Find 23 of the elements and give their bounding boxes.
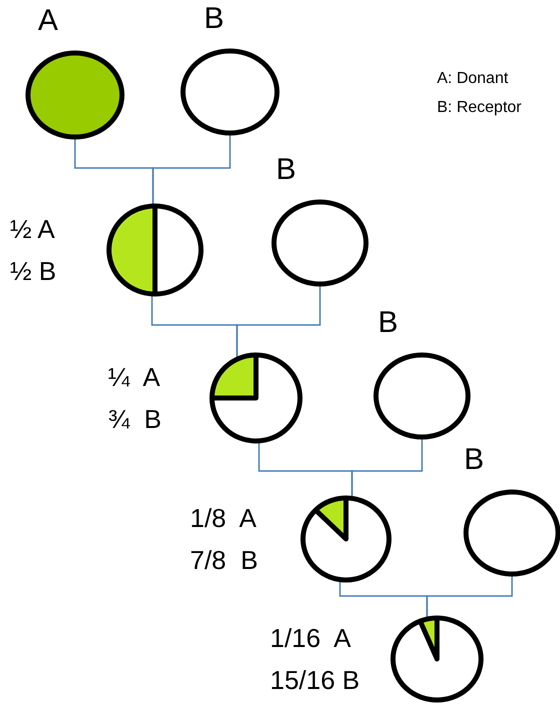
pie-circle xyxy=(105,202,205,298)
parent-label: B xyxy=(204,1,224,37)
parent-label: A xyxy=(38,3,58,39)
pie-circle xyxy=(299,494,393,584)
fraction-label: ½ B xyxy=(10,256,56,286)
pie-circle xyxy=(208,351,304,445)
fraction-label: ¾ B xyxy=(108,404,162,434)
connector-line xyxy=(426,576,513,618)
connector-line xyxy=(236,286,321,358)
fraction-label: 15/16 B xyxy=(270,665,360,695)
pie-circle xyxy=(389,614,485,704)
fraction-label: 1/8 A xyxy=(190,503,256,533)
legend-note: A: Donant xyxy=(437,69,510,89)
fraction-label: ¼ A xyxy=(108,362,160,392)
fraction-label: 1/16 A xyxy=(270,623,351,653)
connector-line xyxy=(152,135,231,204)
connector-line xyxy=(351,439,423,496)
parent-label: B xyxy=(464,442,484,478)
legend-note: B: Receptor xyxy=(437,98,522,118)
fraction-label: ½ A xyxy=(10,214,55,244)
parent-label: B xyxy=(378,305,398,341)
fraction-label: 7/8 B xyxy=(190,545,258,575)
parent-label: B xyxy=(276,152,296,188)
